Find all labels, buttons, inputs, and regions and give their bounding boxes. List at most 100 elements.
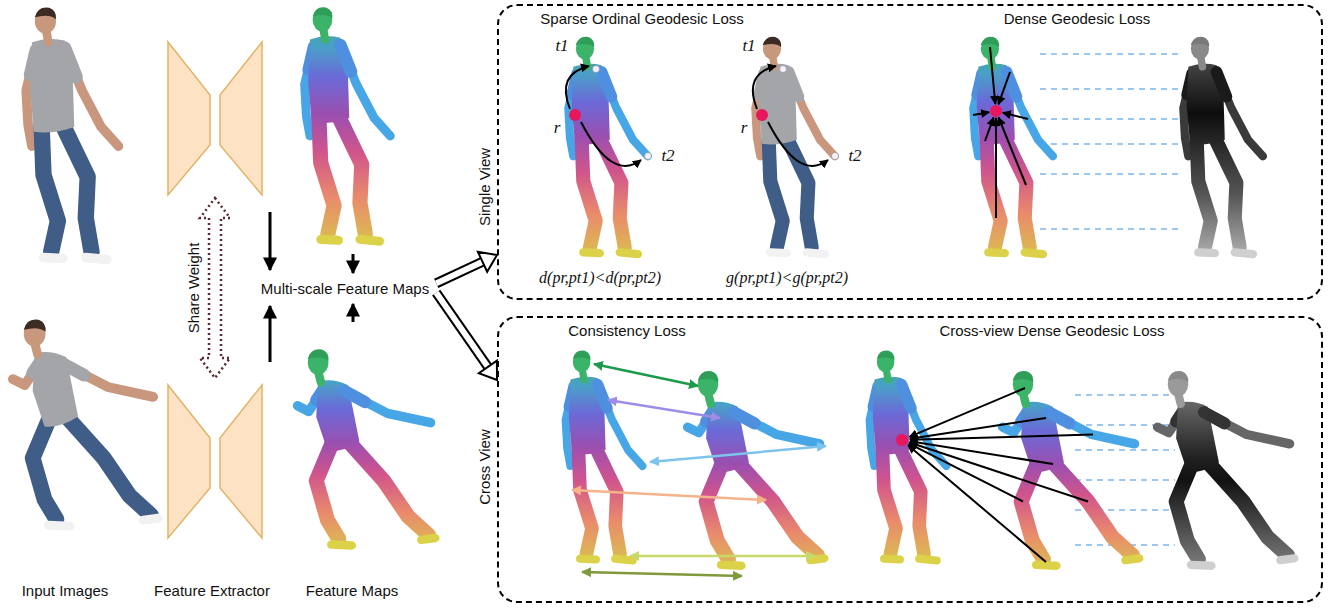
encoder-shape — [168, 42, 210, 195]
target-point — [645, 153, 652, 160]
curved-arrow — [566, 66, 589, 109]
feature-map — [688, 371, 825, 566]
target-point — [593, 66, 600, 73]
input-photo — [26, 7, 118, 259]
feature-map — [305, 7, 391, 241]
arrow — [910, 441, 1053, 464]
curved-arrow — [581, 122, 641, 166]
point-label: t2 — [848, 146, 861, 166]
point-label: t1 — [555, 36, 568, 56]
dashed-line — [1075, 449, 1175, 451]
arrow — [910, 435, 1093, 440]
arrow-outline — [436, 293, 488, 367]
target-point — [832, 153, 839, 160]
arrow-head — [478, 252, 497, 272]
target-point — [780, 66, 787, 73]
decoder-shape — [220, 42, 262, 195]
encoder-shape — [168, 385, 210, 538]
dashed-line — [1040, 173, 1178, 175]
arrow — [995, 118, 997, 218]
section-title: Dense Geodesic Loss — [1004, 10, 1151, 27]
arrow-outline — [436, 262, 482, 284]
node-label: Multi-scale Feature Maps — [261, 280, 429, 297]
feature-map — [566, 351, 643, 561]
curved-arrow — [753, 66, 776, 109]
loss-section: Cross-view Dense Geodesic Loss — [882, 322, 1222, 340]
correspondence-lines — [1075, 395, 1175, 545]
consistency-arrows — [572, 364, 826, 576]
decoder-shape — [220, 385, 262, 538]
double-arrow — [630, 555, 815, 558]
panel-heading: Single View — [476, 148, 493, 226]
arrow — [985, 118, 994, 141]
curved-arrow — [768, 122, 828, 166]
flow-arrow — [269, 212, 272, 270]
share-weight-arrow — [200, 198, 230, 378]
cross-view-arrows — [908, 388, 1093, 562]
dashed-line — [1040, 118, 1178, 120]
arrow — [990, 47, 995, 104]
arrow — [999, 118, 1026, 186]
loss-section: Dense Geodesic Loss — [927, 10, 1227, 28]
section-title: Cross-view Dense Geodesic Loss — [939, 322, 1164, 339]
formula: g(pr,pt1)<g(pr,pt2) — [726, 269, 848, 287]
geodesic-map — [1183, 37, 1263, 254]
dashed-line — [1040, 53, 1178, 55]
section-title: Sparse Ordinal Geodesic Loss — [540, 10, 743, 27]
encoder-decoder — [168, 42, 262, 538]
double-arrow — [582, 572, 742, 576]
arrow — [910, 443, 1088, 502]
flow-arrow — [352, 304, 355, 322]
point-label: t1 — [742, 36, 755, 56]
arrow — [908, 445, 1046, 562]
hollow-arrow — [436, 252, 497, 284]
ordinal-arrows — [566, 66, 828, 166]
double-arrow — [572, 490, 766, 500]
point-label: r — [554, 118, 561, 138]
dashed-line — [1040, 88, 1178, 90]
column-label: Input Images — [22, 582, 109, 599]
feature-map — [870, 351, 947, 561]
double-arrow — [650, 446, 826, 462]
feature-map — [973, 37, 1053, 254]
dashed-line — [1040, 143, 1178, 145]
geodesic-map — [1158, 371, 1295, 566]
text-box: Multi-scale Feature Maps — [254, 277, 436, 300]
arrow-body — [436, 262, 482, 284]
flow-arrow — [352, 254, 355, 273]
panel-heading: Cross View — [476, 429, 493, 505]
flow-arrow — [269, 306, 272, 362]
feature-map — [298, 349, 436, 545]
correspondence-lines — [1040, 54, 1178, 229]
dashed-line — [1040, 228, 1178, 230]
double-arrow — [608, 400, 720, 418]
formula: d(pr,pt1)<d(pr,pt2) — [539, 269, 661, 287]
arrow-body — [436, 293, 488, 367]
arrow — [973, 112, 989, 115]
dense-arrows — [973, 47, 1028, 218]
hollow-arrow — [436, 293, 497, 380]
arrow — [1003, 113, 1028, 119]
column-label: Feature Maps — [306, 582, 399, 599]
reference-point — [990, 105, 1002, 117]
share-label: Share Weight — [185, 243, 202, 334]
column-label: Feature Extractor — [154, 582, 270, 599]
arrow-head — [479, 361, 497, 380]
input-photo — [13, 320, 158, 527]
point-label: t2 — [661, 146, 674, 166]
dashed-panel: Single ViewSparse Ordinal Geodesic LossD… — [497, 4, 1323, 300]
reference-point — [896, 434, 908, 446]
arrow — [998, 72, 1010, 104]
feature-map — [1003, 371, 1140, 566]
loss-section: Sparse Ordinal Geodesic Loss — [512, 10, 772, 28]
reference-point — [569, 109, 581, 121]
double-arrow — [594, 364, 698, 386]
dashed-line — [1075, 394, 1175, 396]
arrow — [909, 444, 1023, 502]
reference-point — [756, 109, 768, 121]
section-title: Consistency Loss — [568, 322, 686, 339]
point-label: r — [741, 118, 748, 138]
dashed-line — [1075, 479, 1175, 481]
